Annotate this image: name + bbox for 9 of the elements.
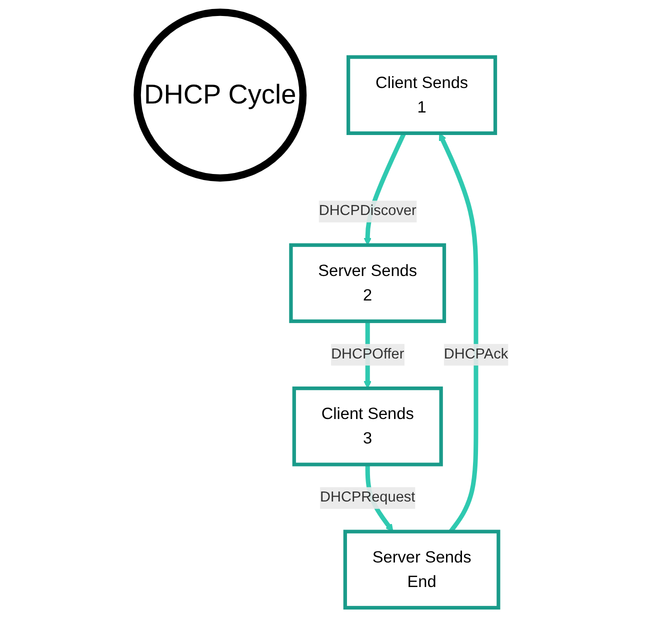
edge-label: DHCPAck [444,346,508,362]
node-box: Server Sends End [343,530,500,610]
node-box: Client Sends 1 [346,55,497,136]
node-box: Server Sends 2 [288,243,446,324]
node-box: Client Sends 3 [292,386,443,466]
edge-label: DHCPRequest [320,490,416,506]
edge-label: DHCPOffer [330,346,404,362]
node-circle: DHCP Cycle [133,8,306,182]
edge-label: DHCPDiscover [318,203,416,219]
